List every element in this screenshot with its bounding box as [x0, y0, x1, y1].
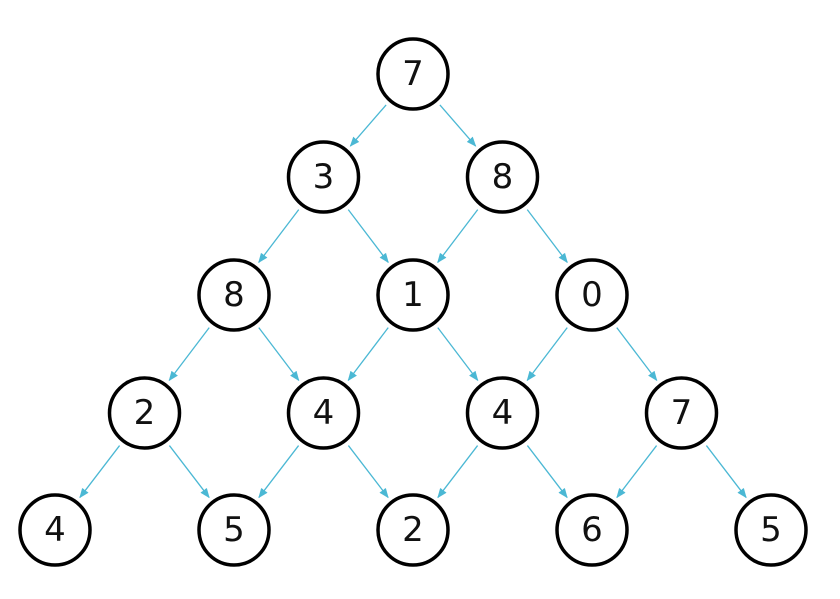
node-value: 1: [402, 275, 424, 315]
node-circle: [197, 493, 271, 567]
node-value: 6: [581, 510, 603, 550]
node-circle: [107, 376, 182, 450]
tree-node-r3n0: 2: [107, 376, 182, 450]
tree-node-r4n1: 5: [197, 493, 271, 567]
edge-arrow-r3n3-to-r4n3: [616, 445, 658, 499]
tree-node-r1n0: 3: [286, 140, 361, 214]
edges-layer: [79, 104, 747, 499]
tree-node-r4n0: 4: [18, 493, 92, 567]
edge-arrow-r2n2-to-r3n2: [526, 327, 568, 382]
node-value: 8: [492, 157, 514, 197]
node-value: 8: [223, 275, 245, 315]
edge-arrow-r2n0-to-r3n0: [168, 327, 210, 382]
edge-arrow-r2n1-to-r3n2: [437, 327, 479, 382]
edge-arrow-r3n2-to-r4n2: [437, 445, 479, 499]
tree-node-r0n0: 7: [376, 37, 450, 111]
node-value: 5: [760, 510, 782, 550]
node-circle: [376, 258, 450, 332]
node-circle: [555, 258, 629, 332]
edge-arrow-r2n1-to-r3n1: [347, 327, 389, 382]
tree-node-r4n4: 5: [734, 493, 808, 567]
tree-node-r2n0: 8: [197, 258, 271, 332]
node-circle: [376, 493, 450, 567]
node-circle: [465, 140, 540, 214]
node-circle: [555, 493, 629, 567]
node-value: 2: [134, 393, 156, 433]
node-value: 4: [492, 393, 514, 433]
tree-node-r3n2: 4: [465, 376, 540, 450]
tree-node-r2n2: 0: [555, 258, 629, 332]
edge-arrow-r3n0-to-r4n1: [168, 445, 210, 499]
node-circle: [197, 258, 271, 332]
edge-arrow-r1n1-to-r2n1: [437, 209, 479, 264]
edge-arrow-r3n2-to-r4n3: [526, 445, 568, 499]
node-value: 4: [313, 393, 335, 433]
node-value: 4: [44, 510, 66, 550]
edge-arrow-r0n0-to-r1n0: [349, 104, 387, 147]
node-value: 7: [671, 393, 693, 433]
node-circle: [286, 376, 361, 450]
edge-arrow-r1n0-to-r2n0: [258, 209, 300, 264]
node-value: 7: [402, 54, 424, 94]
node-circle: [376, 37, 450, 111]
node-value: 3: [313, 157, 335, 197]
tree-node-r2n1: 1: [376, 258, 450, 332]
edge-arrow-r0n0-to-r1n1: [439, 104, 477, 147]
node-circle: [18, 493, 92, 567]
tree-node-r1n1: 8: [465, 140, 540, 214]
edge-arrow-r3n1-to-r4n1: [258, 445, 300, 499]
nodes-layer: 7 3 8 8 1 0 2 4 4 7 4 5 2 6 5: [18, 37, 808, 567]
node-circle: [465, 376, 540, 450]
node-circle: [286, 140, 361, 214]
node-circle: [644, 376, 719, 450]
edge-arrow-r1n1-to-r2n2: [526, 209, 568, 264]
edge-arrow-r1n0-to-r2n1: [347, 209, 389, 264]
tree-node-r4n3: 6: [555, 493, 629, 567]
node-circle: [734, 493, 808, 567]
edge-arrow-r2n2-to-r3n3: [616, 327, 658, 382]
node-value: 2: [402, 510, 424, 550]
tree-node-r4n2: 2: [376, 493, 450, 567]
tree-node-r3n1: 4: [286, 376, 361, 450]
tree-node-r3n3: 7: [644, 376, 719, 450]
edge-arrow-r3n0-to-r4n0: [79, 445, 121, 499]
node-value: 0: [581, 275, 603, 315]
node-value: 5: [223, 510, 245, 550]
edge-arrow-r3n3-to-r4n4: [705, 445, 747, 499]
edge-arrow-r3n1-to-r4n2: [347, 445, 389, 499]
edge-arrow-r2n0-to-r3n1: [258, 327, 300, 382]
